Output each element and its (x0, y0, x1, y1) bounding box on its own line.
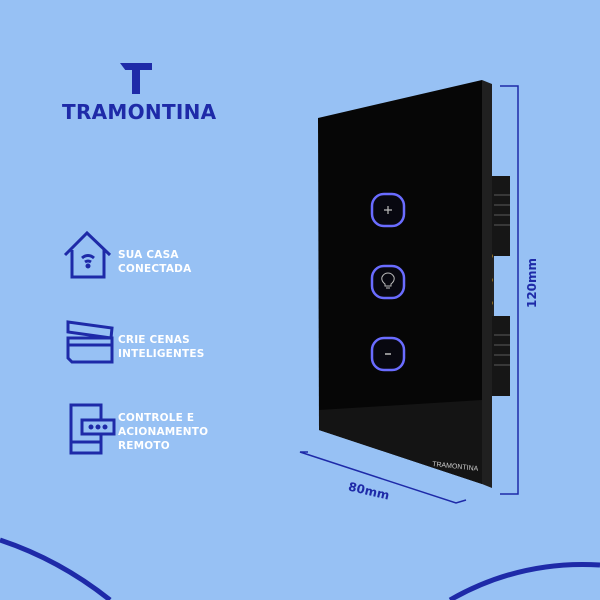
clapperboard-icon (66, 320, 114, 364)
lightbulb-icon (381, 272, 395, 289)
width-label: 80mm (347, 480, 391, 503)
tramontina-logo-icon (120, 63, 152, 94)
plus-icon (384, 206, 392, 214)
brand-name: TRAMONTINA (62, 100, 217, 124)
feature-text: SUA CASA (118, 249, 179, 261)
smart-home-wifi-icon (63, 230, 112, 279)
feature-text: ACIONAMENTO (118, 426, 209, 438)
decorative-swoosh (0, 537, 112, 600)
plus-button[interactable] (370, 192, 406, 228)
feature-text: CONECTADA (118, 263, 192, 275)
width-dimension-line (299, 451, 467, 504)
panel-brand-label: TRAMONTINA (432, 461, 479, 473)
height-label: 120mm (525, 258, 539, 308)
height-dimension-line (500, 85, 519, 495)
feature-text: INTELIGENTES (118, 348, 205, 360)
feature-smart-scenes: CRIE CENAS INTELIGENTES (118, 333, 205, 361)
phone-chat-icon (69, 403, 116, 455)
feature-text: CONTROLE E (118, 412, 195, 424)
feature-text: REMOTO (118, 440, 170, 452)
feature-remote-control: CONTROLE E ACIONAMENTO REMOTO (118, 411, 208, 453)
minus-button[interactable] (370, 336, 406, 372)
light-toggle-button[interactable] (370, 264, 406, 300)
feature-text: CRIE CENAS (118, 334, 190, 346)
feature-connected-home: SUA CASA CONECTADA (118, 248, 191, 276)
decorative-swoosh (448, 561, 600, 600)
